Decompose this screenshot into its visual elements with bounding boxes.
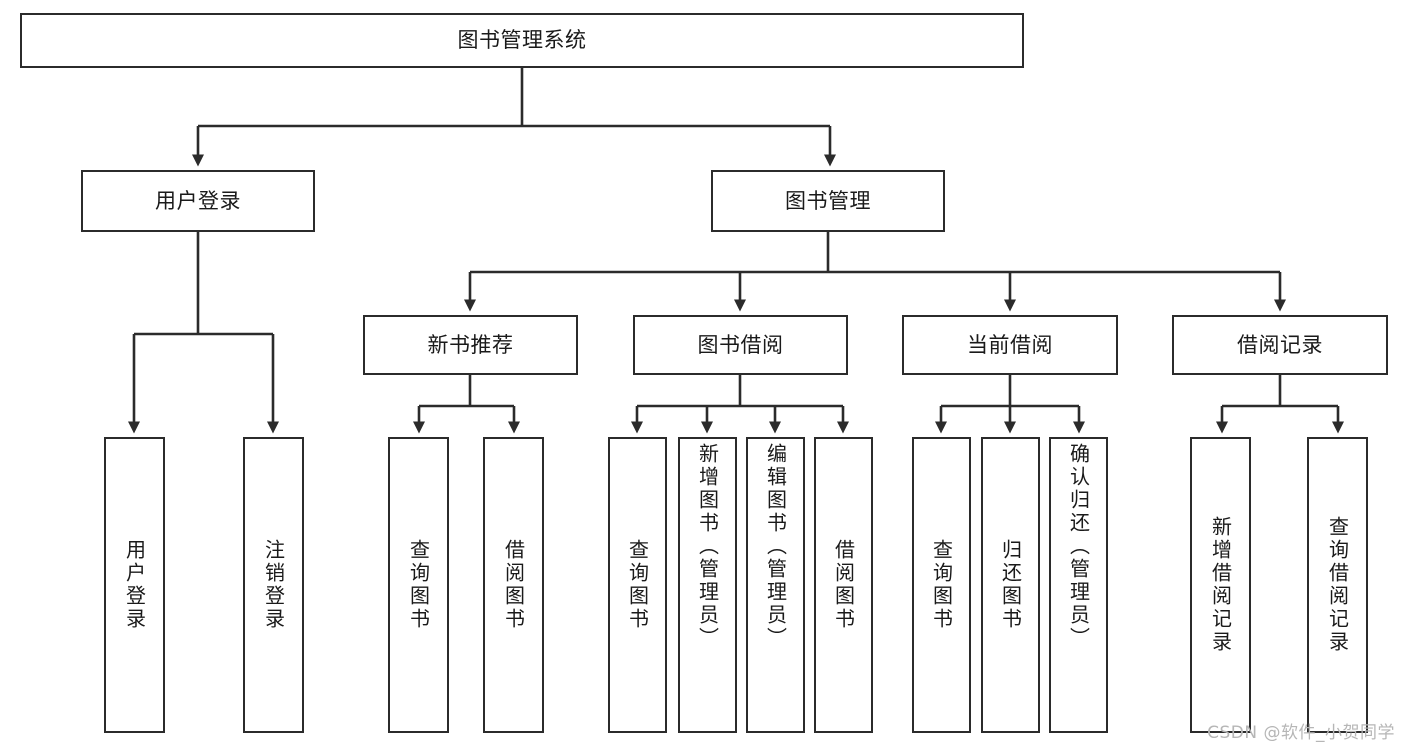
node-label: 当前借阅 [967,332,1053,357]
leaf-borrow-book-borrow[interactable]: 借阅图书 [814,437,873,733]
node-label: 借阅图书 [831,539,856,631]
leaf-query-book-recommend[interactable]: 查询图书 [388,437,449,733]
node-label: 注销登录 [261,539,286,631]
node-label: 查询图书 [625,539,650,631]
leaf-query-book-current[interactable]: 查询图书 [912,437,971,733]
node-label: 图书管理 [785,188,871,213]
node-book-borrow[interactable]: 图书借阅 [633,315,848,375]
leaf-edit-book-admin[interactable]: 编辑图书（管理员） [746,437,805,733]
leaf-add-borrow-record[interactable]: 新增借阅记录 [1190,437,1251,733]
node-new-book-recommend[interactable]: 新书推荐 [363,315,578,375]
leaf-query-book-borrow[interactable]: 查询图书 [608,437,667,733]
node-borrow-record[interactable]: 借阅记录 [1172,315,1388,375]
node-label: 新增图书（管理员） [695,443,720,650]
node-root-book-management-system[interactable]: 图书管理系统 [20,13,1024,68]
leaf-confirm-return-admin[interactable]: 确认归还（管理员） [1049,437,1108,733]
node-label: 用户登录 [122,539,147,631]
leaf-return-book[interactable]: 归还图书 [981,437,1040,733]
node-user-login[interactable]: 用户登录 [81,170,315,232]
leaf-user-login[interactable]: 用户登录 [104,437,165,733]
node-label: 用户登录 [155,188,241,213]
leaf-borrow-book-recommend[interactable]: 借阅图书 [483,437,544,733]
leaf-user-logout[interactable]: 注销登录 [243,437,304,733]
node-label: 查询借阅记录 [1325,516,1350,654]
leaf-query-borrow-record[interactable]: 查询借阅记录 [1307,437,1368,733]
node-label: 编辑图书（管理员） [763,443,788,650]
node-label: 借阅记录 [1237,332,1323,357]
node-label: 新增借阅记录 [1208,516,1233,654]
node-label: 归还图书 [998,539,1023,631]
node-label: 新书推荐 [427,332,514,357]
node-label: 借阅图书 [501,539,526,631]
node-book-management[interactable]: 图书管理 [711,170,945,232]
leaf-add-book-admin[interactable]: 新增图书（管理员） [678,437,737,733]
node-label: 图书借阅 [697,332,784,357]
node-label: 图书管理系统 [457,28,587,53]
node-label: 查询图书 [406,539,431,631]
node-current-borrow[interactable]: 当前借阅 [902,315,1118,375]
node-label: 确认归还（管理员） [1066,443,1091,650]
node-label: 查询图书 [929,539,954,631]
